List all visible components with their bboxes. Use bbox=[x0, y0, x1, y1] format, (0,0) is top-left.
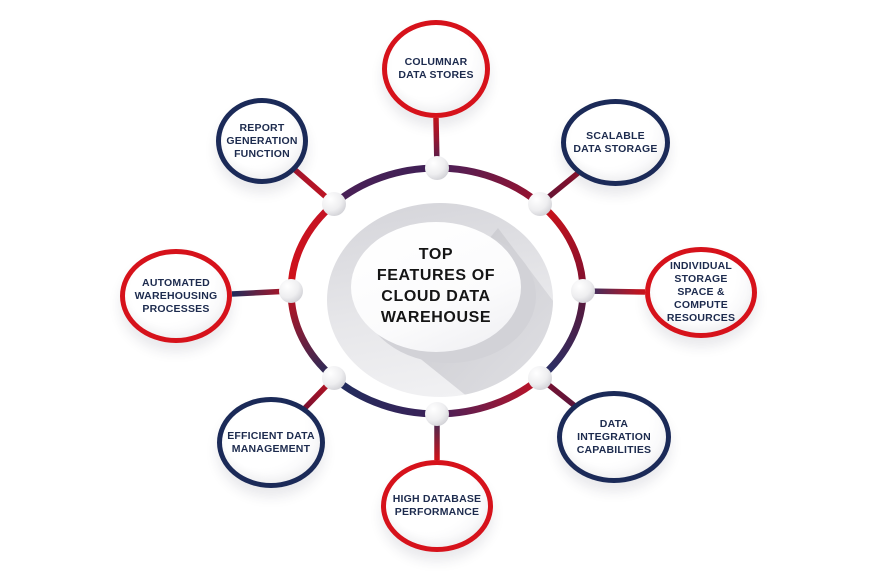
satellite-label: SCALABLE DATA STORAGE bbox=[573, 129, 658, 155]
node-sphere-right bbox=[571, 279, 595, 303]
satellite-label: AUTOMATED WAREHOUSING PROCESSES bbox=[134, 276, 218, 315]
ring-nodes bbox=[279, 156, 595, 426]
ring-segment-west-to-nw bbox=[287, 200, 338, 295]
node-sphere-bottom bbox=[425, 402, 449, 426]
satellite-individual-storage-space-compute-resources: INDIVIDUAL STORAGE SPACE & COMPUTE RESOU… bbox=[645, 247, 757, 338]
node-sphere-top bbox=[425, 156, 449, 180]
satellite-report-generation-function: REPORT GENERATION FUNCTION bbox=[216, 98, 308, 184]
satellite-columnar-data-stores: COLUMNAR DATA STORES bbox=[382, 20, 490, 118]
satellite-data-integration-capabilities: DATA INTEGRATION CAPABILITIES bbox=[557, 391, 671, 483]
center-disc bbox=[327, 203, 553, 397]
satellite-label: COLUMNAR DATA STORES bbox=[398, 56, 474, 81]
satellite-automated-warehousing-processes: AUTOMATED WAREHOUSING PROCESSES bbox=[120, 249, 232, 343]
satellite-efficient-data-management: EFFICIENT DATA MANAGEMENT bbox=[217, 397, 325, 488]
ring-segment-nw-to-top bbox=[330, 164, 441, 208]
satellite-label: HIGH DATABASE PERFORMANCE bbox=[392, 493, 482, 518]
satellite-label: INDIVIDUAL STORAGE SPACE & COMPUTE RESOU… bbox=[666, 260, 736, 324]
satellite-label: REPORT GENERATION FUNCTION bbox=[226, 121, 298, 160]
node-sphere-bottom-left bbox=[322, 366, 346, 390]
node-sphere-left bbox=[279, 279, 303, 303]
satellite-high-database-performance: HIGH DATABASE PERFORMANCE bbox=[381, 460, 493, 552]
node-sphere-bottom-right bbox=[528, 366, 552, 390]
center-title: TOP FEATURES OF CLOUD DATA WAREHOUSE bbox=[376, 246, 496, 326]
satellite-label: DATA INTEGRATION CAPABILITIES bbox=[576, 417, 652, 456]
node-sphere-top-right bbox=[528, 192, 552, 216]
center-inner-ellipse bbox=[351, 222, 521, 352]
node-sphere-top-left bbox=[322, 192, 346, 216]
satellite-label: EFFICIENT DATA MANAGEMENT bbox=[227, 429, 315, 455]
ring-segment-top-to-ne bbox=[433, 164, 544, 208]
satellite-scalable-data-storage: SCALABLE DATA STORAGE bbox=[561, 99, 670, 186]
